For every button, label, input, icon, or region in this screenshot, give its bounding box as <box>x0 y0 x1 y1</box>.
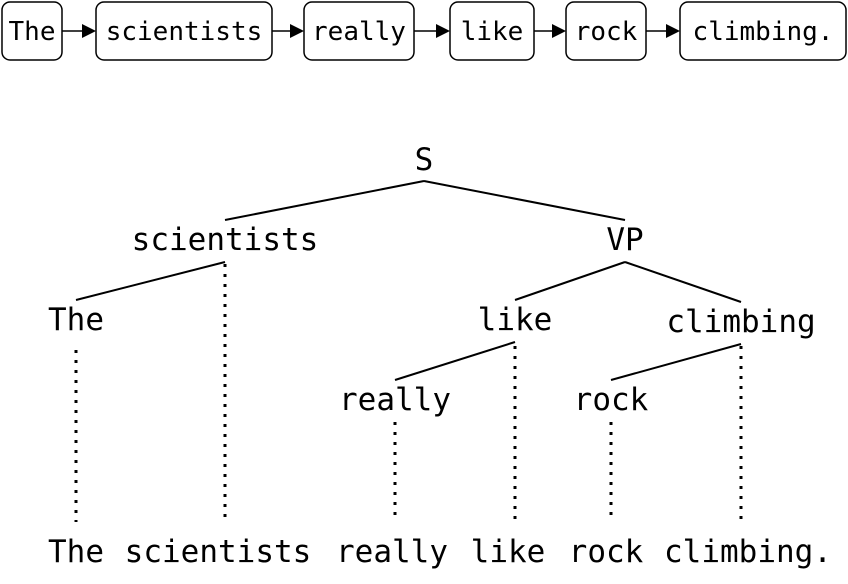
sentence: The scientists really like rock climbing… <box>48 534 832 570</box>
node-the: The <box>48 302 104 338</box>
node-scientists: scientists <box>132 222 319 258</box>
token-sequence: The scientists really like rock climbing… <box>1 1 847 61</box>
edge-scientists-the <box>75 261 226 301</box>
node-s: S <box>415 142 434 178</box>
sentence-word-2: really <box>336 534 448 570</box>
node-really: really <box>339 382 451 418</box>
edge-vp-climbing <box>624 261 742 303</box>
tree-edges <box>75 180 742 381</box>
edge-s-scientists <box>224 180 425 221</box>
token-label-2: really <box>312 17 406 47</box>
token-label-1: scientists <box>106 17 263 47</box>
token-label-3: like <box>461 17 524 47</box>
node-rock: rock <box>574 382 649 418</box>
sequence-arrow-2 <box>414 24 450 38</box>
token-label-0: The <box>9 17 56 47</box>
projection-lines <box>74 264 743 522</box>
sentence-word-1: scientists <box>125 534 312 570</box>
sequence-arrow-1 <box>272 24 304 38</box>
node-vp: VP <box>606 222 643 258</box>
sentence-word-4: rock <box>569 534 644 570</box>
node-like: like <box>478 302 553 338</box>
token-label-4: rock <box>575 17 638 47</box>
sequence-arrow-0 <box>62 24 96 38</box>
sentence-word-3: like <box>471 534 546 570</box>
sequence-arrow-4 <box>646 24 680 38</box>
sequence-arrow-3 <box>534 24 566 38</box>
edge-like-really <box>394 341 516 381</box>
token-label-5: climbing. <box>693 17 834 47</box>
edge-s-vp <box>423 180 626 221</box>
edge-vp-like <box>514 261 626 301</box>
sentence-word-5: climbing. <box>664 534 832 570</box>
node-climbing: climbing <box>666 304 815 340</box>
sentence-word-0: The <box>48 534 104 570</box>
edge-climbing-rock <box>610 343 742 381</box>
tree-nodes: S scientists VP The like climbing really… <box>48 142 816 418</box>
